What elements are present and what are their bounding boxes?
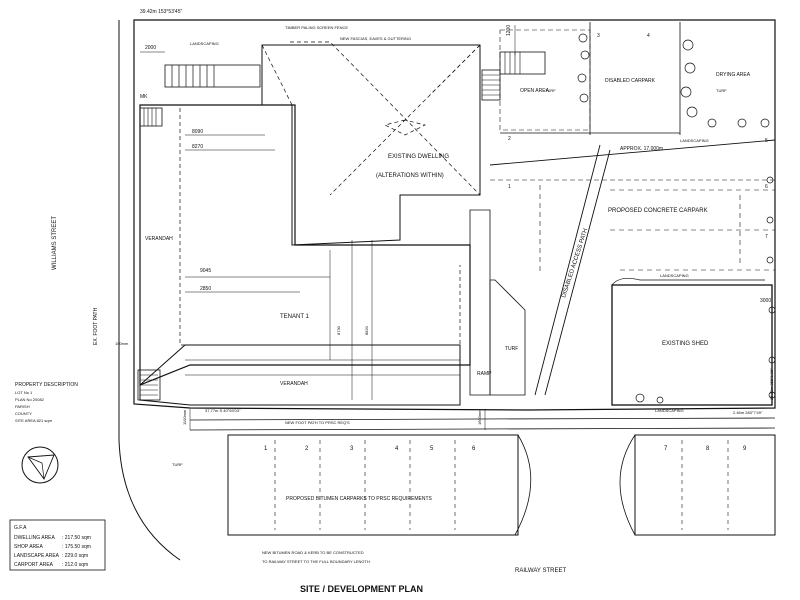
property-line: SITE AREA 821 sqm [15,418,53,423]
label-landscaping-bottom: LANDSCAPING [655,408,684,413]
side-number: 2 [508,136,511,142]
side-number: 5 [765,138,768,144]
label-williams-street: WILLIAMS STREET [52,216,58,270]
label-new-footpath: NEW FOOT PATH TO PRSC REQ'S [285,420,350,425]
label-verandah-left: VERANDAH [145,236,173,242]
gfa-table: G.F.A DWELLING AREA : 217.50 sqm SHOP AR… [9,519,106,571]
bitumen-carparks [227,434,776,536]
bay-number: 5 [430,446,434,452]
label-turf-drying: TURF [716,88,727,93]
dim-8820: 8820 [364,325,369,335]
gfa-row-value: : 212.0 sqm [62,562,88,568]
side-number: 7 [765,234,768,240]
dim-3000: 3000 [760,298,771,304]
gfa-heading: G.F.A [14,525,27,531]
bay-number: 6 [472,446,476,452]
bay-numbers: 1 2 3 4 5 6 7 8 9 [264,446,747,452]
dim-2000: 2000 [145,45,156,51]
label-tenant: TENANT 1 [280,314,310,320]
page-title: SITE / DEVELOPMENT PLAN [300,584,423,594]
label-timber-fence: TIMBER PALING SCREEN FENCE [285,25,348,30]
property-line: COUNTY [15,411,32,416]
disabled-access-path [469,144,611,396]
stairs-right [481,51,546,101]
bay-number: 3 [350,446,354,452]
side-number: 3 [597,33,600,39]
approx-line [489,139,776,181]
gfa-row-value: : 175.50 sqm [62,544,91,550]
dim-mk: MK [140,94,148,100]
label-existing-dwelling: EXISTING DWELLING [388,154,449,160]
bay-number: 7 [664,446,668,452]
label-ex-footpath: EX. FOOT PATH [93,307,99,345]
label-ramp: RAMP [477,371,492,377]
property-description: PROPERTY DESCRIPTION LOT No 1 PLAN No 20… [15,382,78,423]
dim-9045: 9045 [200,268,211,274]
dim-top-boundary: 39.42m 153°53'45" [140,9,182,15]
dim-8270: 8270 [192,144,203,150]
dim-bottom-boundary: 37.77m S 40°59'03" [205,408,241,413]
label-new-bitumen-2: TO RAILWAY STREET TO THE FULL BOUNDARY L… [262,559,370,564]
label-disabled-carpark: DISABLED CARPARK [605,78,656,84]
dim-1600: 1600mm [477,409,482,425]
label-drying-area: DRYING AREA [716,72,751,78]
label-bitumen-carparks: PROPOSED BITUMEN CARPARKS TO PRSC REQUIR… [286,496,433,502]
label-turf-left: TURF [172,462,183,467]
gfa-row-label: SHOP AREA [14,544,43,550]
bay-number: 9 [743,446,747,452]
dim-8730: 8730 [336,325,341,335]
dim-right-side: 25.33m 355°1'35" [769,368,774,400]
site-boundary [118,19,776,561]
dim-8090: 8090 [192,129,203,135]
label-open-area: OPEN AREA [520,88,550,94]
side-number: 4 [647,33,650,39]
verandah-bottom [137,344,461,406]
label-alterations: (ALTERATIONS WITHIN) [376,173,444,179]
concrete-carpark [539,185,775,275]
label-landscaping-top: LANDSCAPING [190,41,219,46]
label-new-bitumen-1: NEW BITUMEN ROAD & KERB TO BE CONSTRUCTE… [262,550,364,555]
label-approx: APPROX. 17.000m [620,146,663,152]
gfa-row-value: : 229.0 sqm [62,553,88,559]
gfa-row-label: DWELLING AREA [14,535,56,541]
label-turf-ramp: TURF [505,346,518,352]
label-fascias: NEW FASCIAS, EAVES & GUTTERING [340,36,411,41]
bay-number: 2 [305,446,309,452]
property-description-heading: PROPERTY DESCRIPTION [15,382,78,388]
side-numbers: 1 2 3 4 5 6 7 [508,33,768,240]
dim-1100: 1100mm [182,409,187,425]
label-landscaping-shed: LANDSCAPING [660,273,689,278]
side-number: 6 [765,184,768,190]
landscaping-trees [577,33,776,404]
label-railway-street: RAILWAY STREET [515,568,566,574]
gfa-row-value: : 217.50 sqm [62,535,91,541]
bay-number: 4 [395,446,399,452]
existing-shed [611,278,773,406]
north-arrow-icon [21,446,59,484]
label-landscaping-right: LANDSCAPING [680,138,709,143]
dimension-lines [140,25,516,430]
bay-number: 1 [264,446,268,452]
label-verandah-bottom: VERANDAH [280,381,308,387]
dim-2850: 2850 [200,286,211,292]
dim-1200: 1200 [506,25,512,36]
label-turf-open: TURF [545,88,556,93]
gfa-row-label: LANDSCAPE AREA [14,553,60,559]
property-line: PLAN No 20082 [15,397,45,402]
open-area [499,22,681,135]
property-line: PARISH [15,404,30,409]
property-line: LOT No 1 [15,390,33,395]
bay-number: 8 [706,446,710,452]
stairs-top-left [139,64,261,127]
label-existing-shed: EXISTING SHED [662,341,709,347]
gfa-row-label: CARPORT AREA [14,562,54,568]
dim-right-bottom: 2.46m 283°7'49" [733,410,763,415]
side-number: 1 [508,184,511,190]
dim-150: 150mm [115,341,129,346]
label-concrete-carpark: PROPOSED CONCRETE CARPARK [608,208,708,214]
